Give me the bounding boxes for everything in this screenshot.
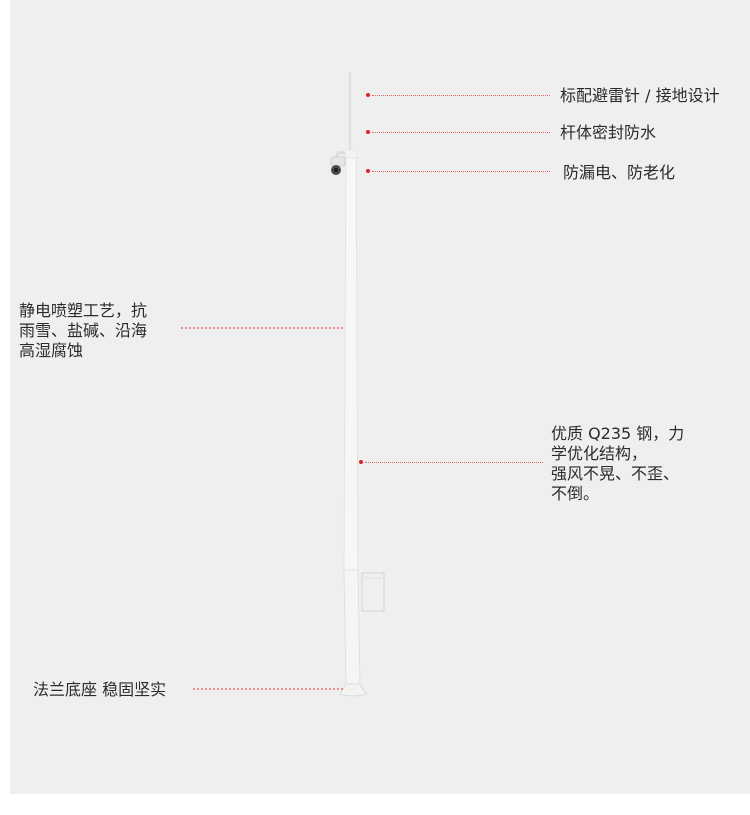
leader-line-lightning-rod: [372, 95, 550, 96]
leader-line-base: [193, 688, 343, 690]
callout-steel-line-4: 不倒。: [551, 484, 600, 503]
callout-coating-line-1: 静电喷塑工艺，抗: [19, 301, 148, 320]
leader-line-coating: [181, 327, 343, 329]
flange-base: [339, 683, 367, 697]
callout-coating-line-2: 雨雪、盐碱、沿海: [19, 321, 148, 340]
leader-dot-steel: [359, 460, 363, 464]
equipment-box: [361, 572, 385, 612]
callout-lightning-rod: 标配避雷针 / 接地设计: [560, 86, 720, 105]
callout-steel-line-1: 优质 Q235 钢，力: [551, 424, 685, 443]
callout-coating-line-3: 高湿腐蚀: [19, 341, 84, 360]
leader-line-anti-leak: [372, 171, 550, 172]
leader-dot-anti-leak: [366, 169, 370, 173]
pole-lower-section: [343, 569, 361, 687]
leader-line-steel: [365, 462, 543, 463]
pole-upper-section: [343, 157, 359, 579]
callout-steel-line-2: 学优化结构，: [551, 444, 648, 463]
leader-line-sealed-body: [372, 132, 550, 133]
callout-flange-base: 法兰底座 稳固坚实: [33, 680, 167, 699]
leader-dot-lightning-rod: [366, 93, 370, 97]
callout-anti-leak: 防漏电、防老化: [563, 163, 676, 182]
dome-camera: [330, 156, 346, 175]
callout-steel-line-3: 强风不晃、不歪、: [551, 464, 680, 483]
leader-dot-sealed-body: [366, 130, 370, 134]
callout-sealed-body: 杆体密封防水: [560, 123, 657, 142]
pole-top-cap: [344, 149, 358, 159]
